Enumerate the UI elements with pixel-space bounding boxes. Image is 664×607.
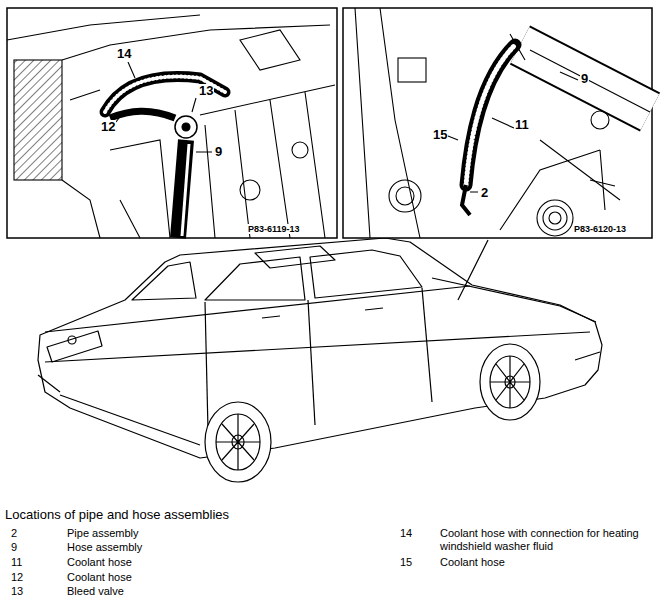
handle bbox=[262, 308, 383, 318]
hose-assembly bbox=[510, 34, 650, 112]
engine-part bbox=[70, 30, 300, 238]
door-line bbox=[422, 288, 432, 402]
emblem bbox=[68, 336, 76, 344]
legend-number: 9 bbox=[11, 541, 17, 554]
legend-text: Bleed valve bbox=[67, 585, 124, 598]
coolant-hose bbox=[105, 77, 225, 112]
coolant-hose bbox=[466, 45, 515, 185]
bleed-valve bbox=[175, 116, 197, 138]
callout-number: 13 bbox=[198, 84, 214, 99]
side-window bbox=[205, 257, 305, 300]
bellows bbox=[543, 206, 567, 230]
figure-code: P83-6119-13 bbox=[247, 224, 301, 234]
engine-part bbox=[292, 142, 308, 158]
leader bbox=[448, 72, 578, 192]
body-line bbox=[45, 286, 470, 332]
sunroof bbox=[255, 246, 335, 268]
pipe bbox=[462, 185, 470, 215]
callout-number: 14 bbox=[116, 47, 132, 62]
front-wheel bbox=[480, 344, 540, 420]
bellows bbox=[537, 200, 573, 236]
right-inset bbox=[343, 8, 652, 238]
legend-number: 13 bbox=[11, 585, 23, 598]
legend-text: Coolant hose bbox=[440, 556, 505, 569]
callout-number: 9 bbox=[214, 145, 223, 160]
legend-number: 2 bbox=[11, 527, 17, 540]
bellows bbox=[549, 212, 561, 224]
rear-window bbox=[132, 262, 196, 300]
cap bbox=[591, 111, 609, 129]
legend-text: Coolant hose bbox=[67, 556, 132, 569]
car-body bbox=[38, 238, 602, 458]
leader-line bbox=[458, 240, 488, 300]
inset-frame bbox=[343, 8, 652, 238]
legend-text: Pipe assembly bbox=[67, 527, 139, 540]
legend-text: Coolant hose bbox=[67, 571, 132, 584]
inset-frame bbox=[7, 8, 337, 238]
callout-number: 12 bbox=[100, 120, 116, 135]
fender-edge bbox=[355, 8, 420, 238]
valve-cover bbox=[200, 85, 335, 238]
legend-number: 14 bbox=[400, 527, 412, 540]
hood-line bbox=[432, 278, 596, 322]
reservoir-cap bbox=[396, 187, 414, 205]
car-drawing bbox=[38, 238, 602, 482]
tail-light bbox=[47, 331, 102, 362]
legend-title: Locations of pipe and hose assemblies bbox=[5, 508, 229, 523]
legend-text: Coolant hose with connection for heating… bbox=[440, 527, 660, 552]
hose bbox=[182, 144, 189, 236]
bracket bbox=[398, 58, 426, 82]
coolant-hose bbox=[105, 77, 225, 112]
figure-code: P83-6120-13 bbox=[573, 224, 627, 234]
legend-text: Hose assembly bbox=[67, 541, 142, 554]
hood-edge bbox=[7, 15, 330, 238]
callout-number: 2 bbox=[480, 186, 489, 201]
leader bbox=[116, 62, 212, 152]
cowl-vent bbox=[14, 60, 62, 180]
bleed-valve bbox=[182, 123, 190, 131]
rear-wheel bbox=[205, 402, 271, 482]
left-inset bbox=[7, 8, 337, 238]
legend-number: 11 bbox=[11, 556, 22, 569]
coolant-hose bbox=[466, 45, 515, 185]
legend-number: 12 bbox=[11, 571, 23, 584]
legend-number: 15 bbox=[400, 556, 412, 569]
body-line bbox=[60, 395, 200, 445]
callout-number: 15 bbox=[432, 128, 448, 143]
callout-number: 9 bbox=[580, 72, 589, 87]
reservoir-cap bbox=[389, 180, 421, 212]
callout-number: 11 bbox=[514, 118, 530, 133]
engine-part bbox=[240, 180, 260, 200]
side-window bbox=[310, 250, 422, 298]
door-line bbox=[308, 300, 315, 425]
engine-part bbox=[500, 140, 620, 230]
door-line bbox=[205, 302, 208, 430]
